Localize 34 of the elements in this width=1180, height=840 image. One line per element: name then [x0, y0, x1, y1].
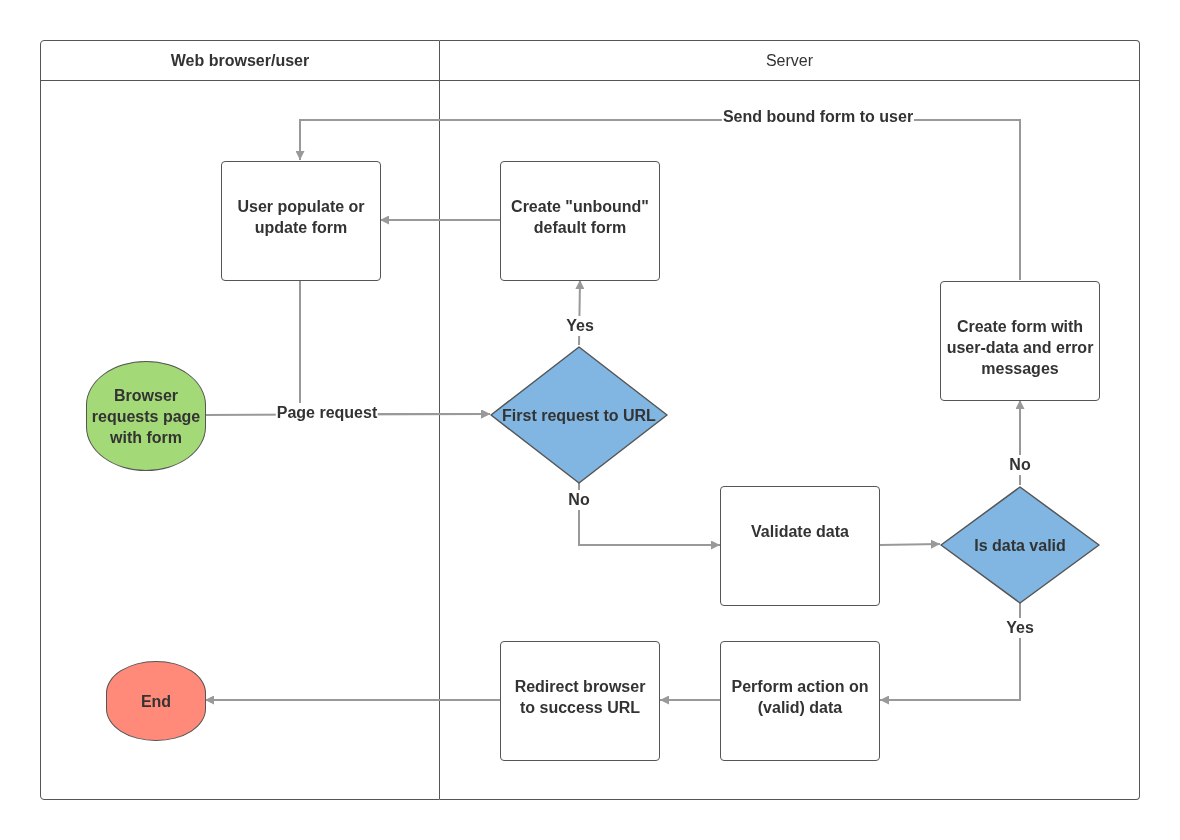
edge-label: Yes	[1005, 618, 1035, 638]
arrow	[659, 695, 721, 705]
edge-label: No	[567, 490, 591, 510]
node-label: Create "unbound" default form	[510, 197, 650, 238]
process-box	[720, 486, 880, 606]
lane-title: Web browser/user	[170, 51, 310, 70]
process-box	[940, 281, 1100, 401]
arrow	[879, 539, 941, 549]
lane-title: Server	[765, 51, 814, 70]
decision-diamond	[940, 486, 1100, 604]
node-label: End	[140, 691, 172, 712]
node-label: Perform action on (valid) data	[730, 677, 870, 718]
arrow	[1015, 399, 1025, 486]
node-label: First request to URL	[502, 405, 656, 426]
arrow	[879, 602, 1021, 705]
node-label: Validate data	[751, 522, 849, 542]
arrow	[204, 695, 501, 705]
node-label: Is data valid	[974, 535, 1066, 556]
node-label: Browser requests page with form	[91, 385, 201, 448]
process-box	[221, 161, 381, 281]
swimlane	[40, 40, 440, 800]
node-label: Redirect browser to success URL	[513, 677, 647, 718]
process-box	[500, 161, 660, 281]
arrow	[379, 215, 501, 225]
decision-diamond	[490, 346, 668, 484]
node-label: Create form with user-data and error messages	[945, 317, 1095, 379]
edge-label: No	[1008, 455, 1032, 475]
node-label: User populate or update form	[236, 197, 366, 238]
edge-label: Page request	[275, 403, 379, 423]
edge-label: Yes	[565, 316, 595, 336]
swimlane	[440, 40, 1140, 800]
process-box	[500, 641, 660, 761]
arrow	[578, 482, 721, 550]
process-box	[720, 641, 880, 761]
